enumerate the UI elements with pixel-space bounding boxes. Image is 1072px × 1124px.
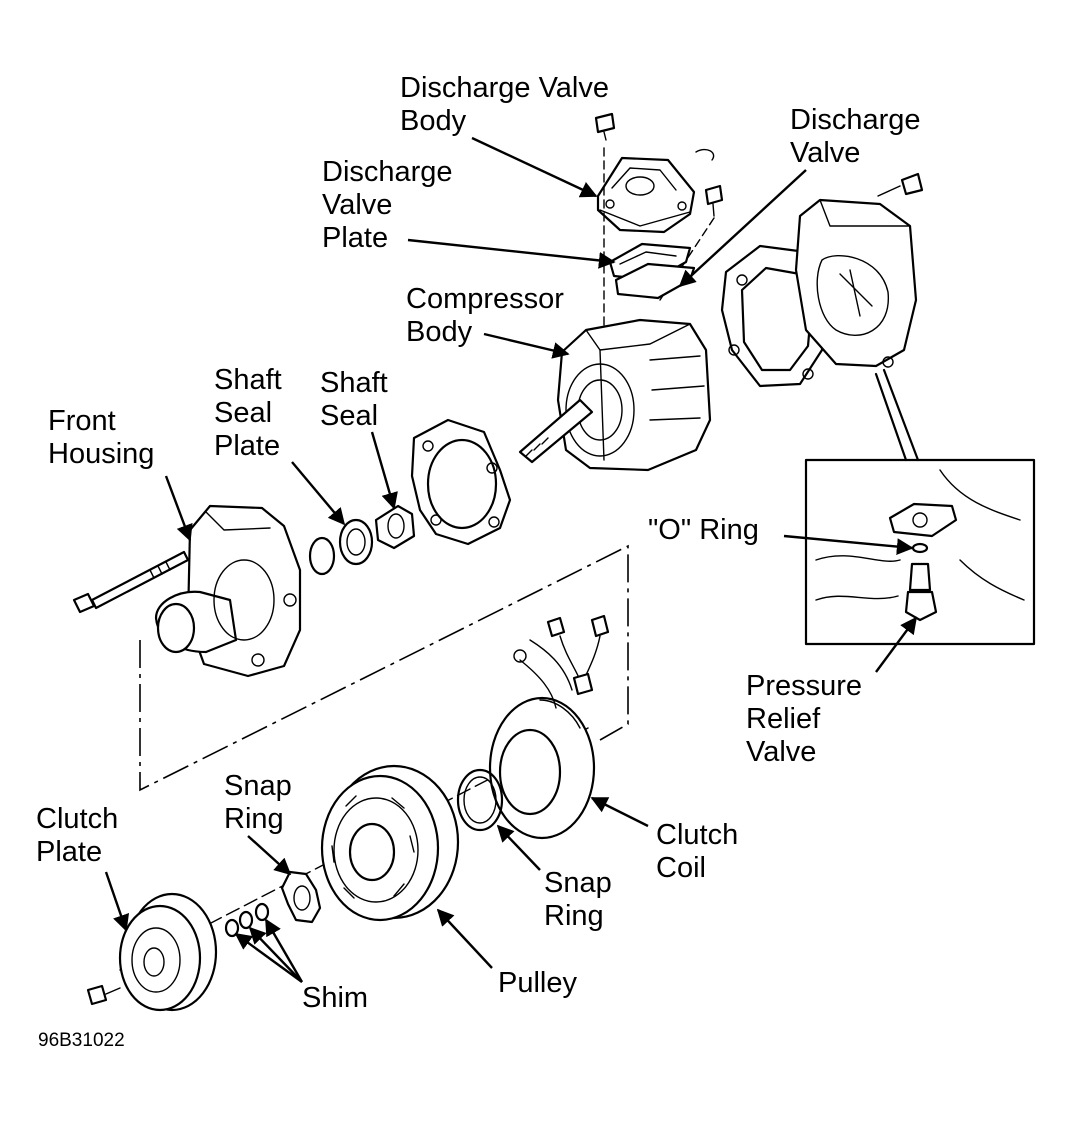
label-snap-ring-right: Snap Ring — [544, 867, 612, 932]
discharge-valve-body-part — [596, 148, 715, 234]
label-shim: Shim — [302, 982, 369, 1014]
label-discharge-valve-body: Discharge Valve Body — [400, 72, 610, 137]
leader-compressor-body — [483, 332, 570, 359]
rear-housing-part — [794, 198, 918, 368]
discharge-valve-plate-part — [608, 242, 696, 300]
label-pressure-relief-valve: Pressure Relief Valve — [746, 670, 863, 768]
label-front-housing: Front Housing — [48, 405, 155, 470]
pulley-part — [320, 764, 460, 922]
label-clutch-coil: Clutch Coil — [656, 819, 739, 884]
clutch-coil-part — [488, 614, 610, 840]
clutch-plate-bolt — [86, 984, 121, 1006]
leader-shim-1 — [234, 933, 303, 983]
o-ring-front — [308, 536, 336, 576]
leader-front-housing — [164, 475, 193, 542]
label-shaft-seal: Shaft Seal — [320, 367, 388, 432]
leader-shim-2 — [248, 926, 303, 983]
label-snap-ring-left: Snap Ring — [224, 770, 292, 835]
through-bolt — [72, 550, 190, 614]
figure-id: 96B31022 — [38, 1030, 125, 1051]
leader-lines — [104, 136, 917, 983]
leader-clutch-coil — [590, 796, 649, 828]
label-compressor-body: Compressor Body — [406, 283, 564, 348]
leader-pressure-relief-valve — [875, 616, 917, 673]
label-pulley: Pulley — [498, 967, 577, 999]
leader-snap-ring-left — [247, 835, 292, 876]
compressor-body-part — [518, 318, 712, 472]
label-clutch-plate: Clutch Plate — [36, 803, 119, 868]
leader-discharge-valve — [678, 169, 807, 288]
snap-ring-coil-part — [456, 768, 504, 832]
leader-clutch-plate — [104, 871, 130, 932]
label-discharge-valve: Discharge Valve — [790, 104, 921, 169]
discharge-valve-bolts — [594, 112, 924, 331]
leader-discharge-valve-body — [471, 136, 598, 198]
label-shaft-seal-plate: Shaft Seal Plate — [214, 364, 282, 462]
shim-parts — [224, 902, 270, 938]
leader-shaft-seal — [370, 431, 398, 510]
clutch-plate-part — [118, 892, 218, 1012]
leader-o-ring — [783, 534, 914, 555]
shaft-seal-plate-part — [338, 518, 374, 566]
label-o-ring: "O" Ring — [648, 514, 759, 546]
leader-snap-ring-right — [496, 824, 541, 871]
snap-ring-left-part — [280, 870, 322, 924]
leader-shaft-seal-plate — [291, 461, 346, 526]
front-housing-part — [154, 504, 302, 678]
detail-inset — [804, 368, 1036, 646]
front-gasket — [410, 418, 512, 546]
leader-discharge-valve-plate — [407, 238, 616, 269]
leader-pulley — [436, 908, 493, 969]
shaft-seal-part — [374, 504, 416, 550]
label-discharge-valve-plate: Discharge Valve Plate — [322, 156, 453, 254]
leader-shim-3 — [264, 918, 304, 983]
